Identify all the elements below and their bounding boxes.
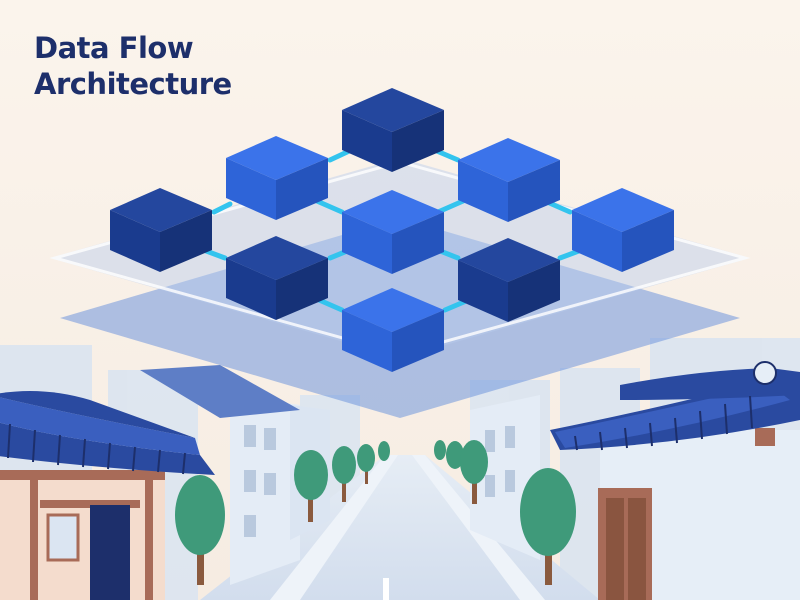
cube-node-icon — [110, 88, 674, 372]
cube-node-8 — [458, 238, 560, 322]
tree-icon — [175, 440, 576, 585]
title-line-2: Architecture — [34, 67, 232, 101]
cube-node-4 — [110, 188, 212, 272]
cube-node-9 — [342, 288, 444, 372]
hanok-building-icon-right — [550, 361, 800, 600]
title-line-1: Data Flow — [34, 31, 194, 65]
cube-node-2 — [226, 136, 328, 220]
hanok-building-icon — [0, 391, 215, 600]
cube-node-6 — [572, 188, 674, 272]
cube-node-5 — [342, 190, 444, 274]
page-title: Data Flow Architecture — [34, 30, 232, 102]
cube-node-3 — [458, 138, 560, 222]
cube-node-7 — [226, 236, 328, 320]
cube-node-1 — [342, 88, 444, 172]
